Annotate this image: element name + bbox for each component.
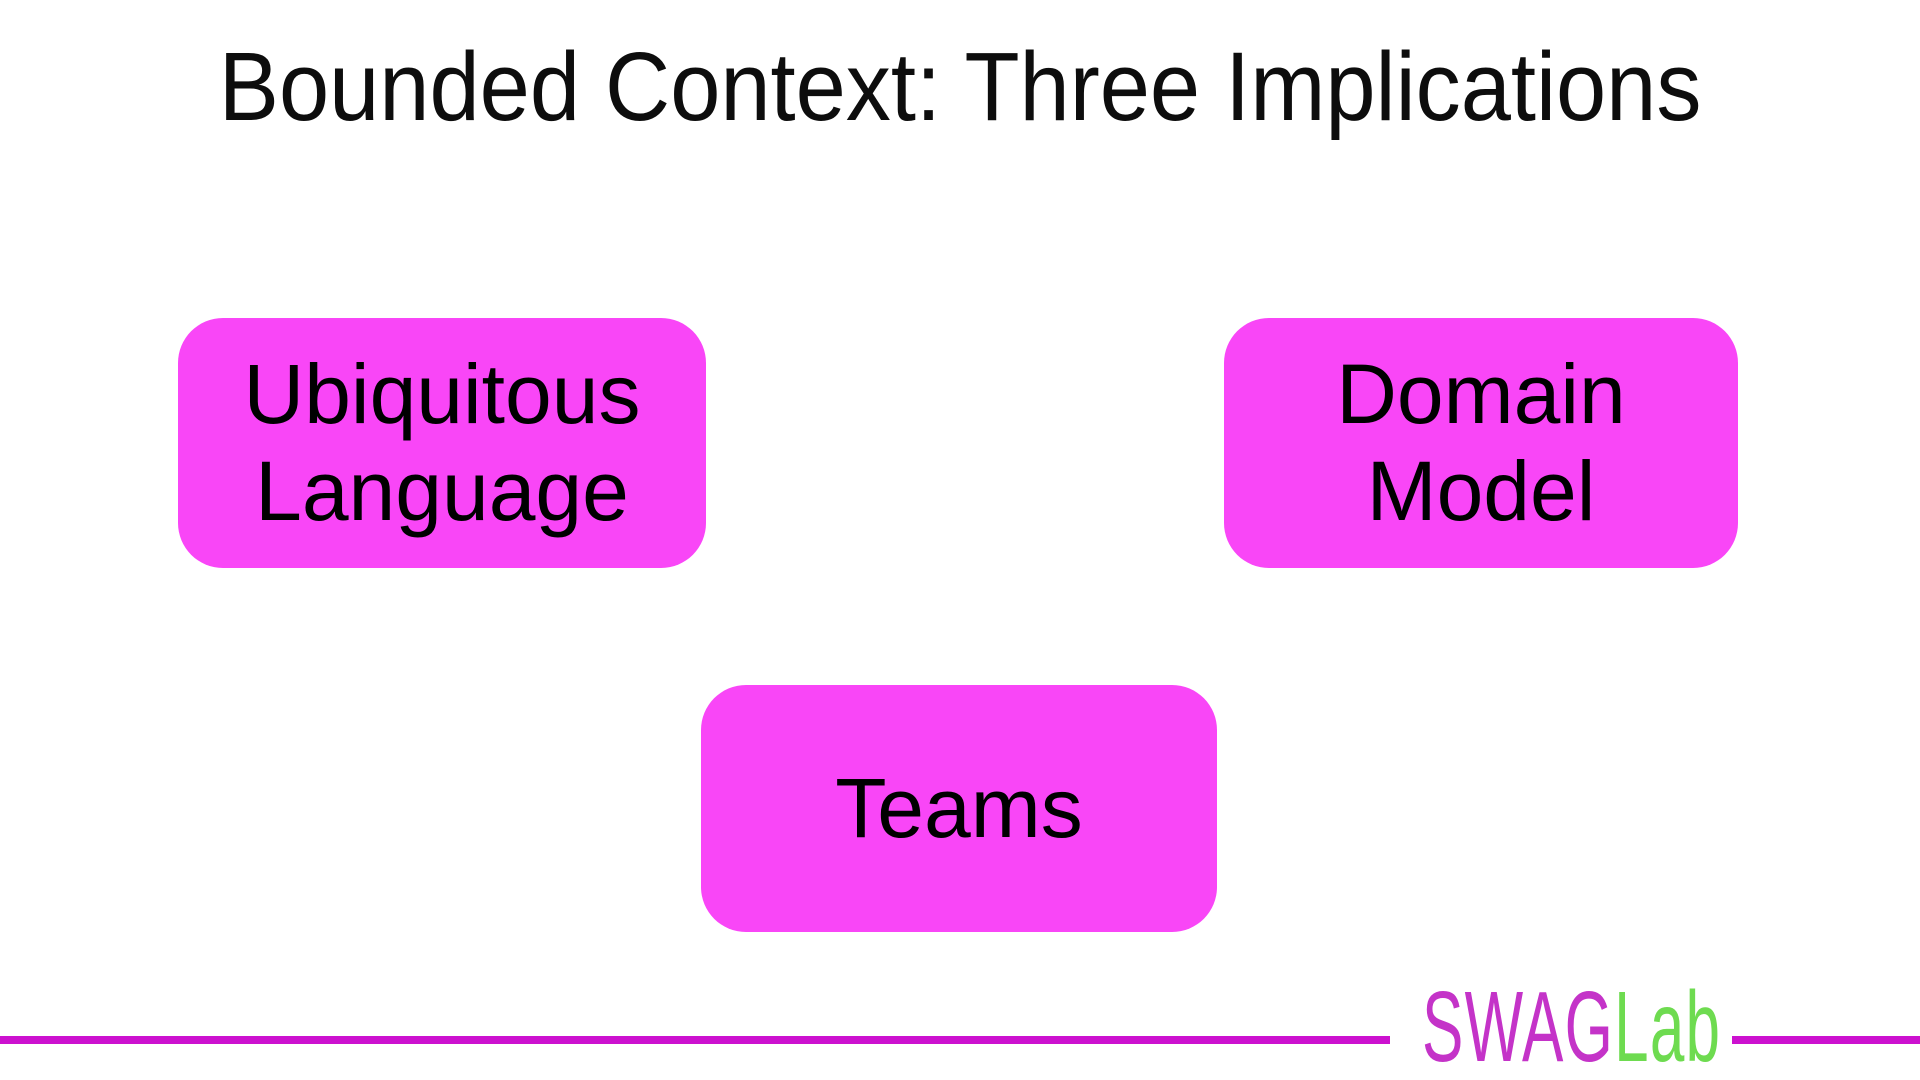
slide-title: Bounded Context: Three Implications [0,38,1920,135]
box-teams: Teams [701,685,1217,932]
swaglab-logo: SWAGLab [1422,977,1721,1077]
footer-divider-left [0,1036,1390,1044]
box-teams-label: Teams [835,760,1083,855]
footer-divider-right [1732,1036,1920,1044]
logo-swag-text: SWAG [1422,971,1615,1080]
box-domain-model-label: Domain Model [1336,346,1626,538]
box-ubiquitous-language: Ubiquitous Language [178,318,706,568]
box-ubiquitous-language-label: Ubiquitous Language [243,346,641,538]
slide-title-text: Bounded Context: Three Implications [218,32,1702,141]
logo-lab-text: Lab [1614,971,1722,1080]
box-domain-model: Domain Model [1224,318,1738,568]
